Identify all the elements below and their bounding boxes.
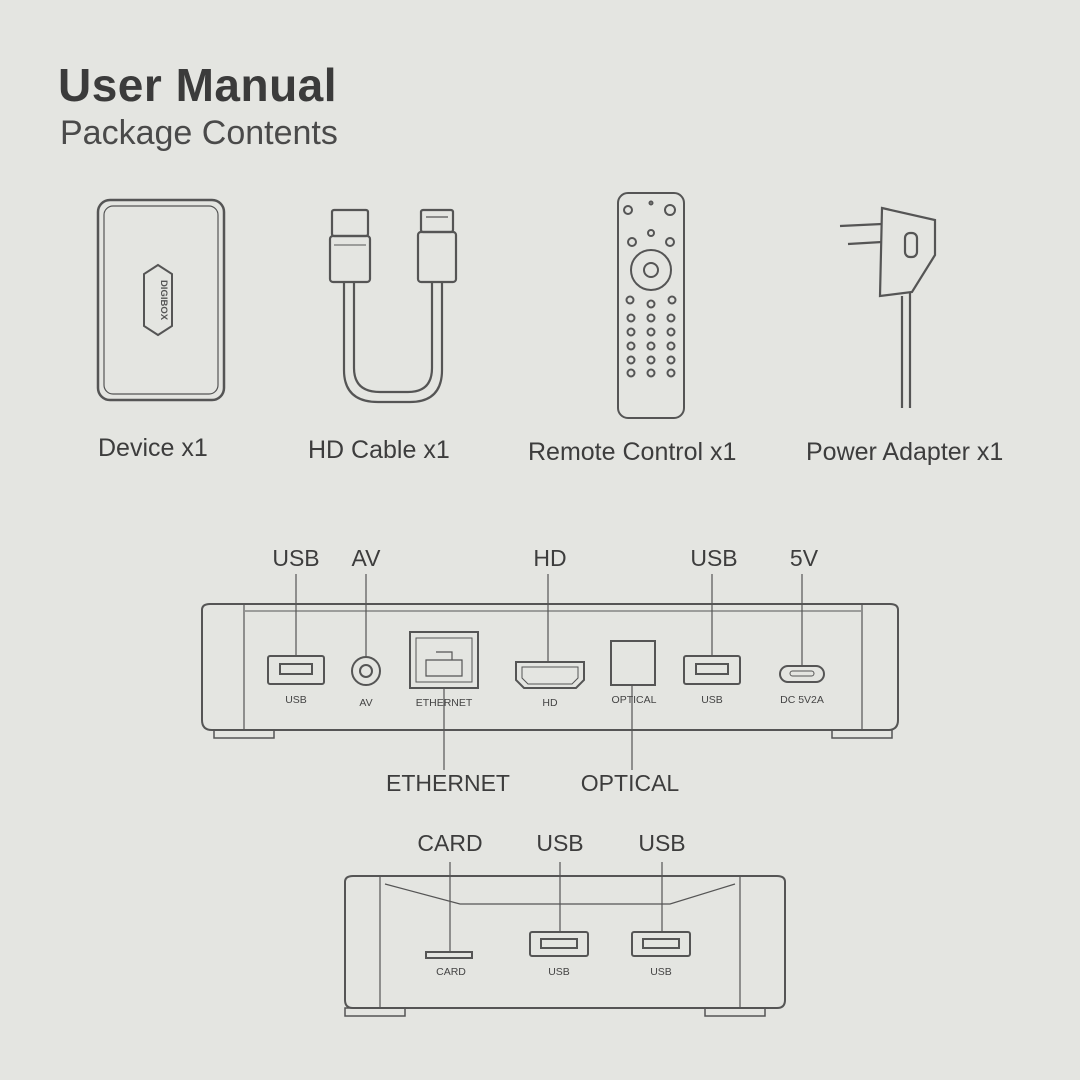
port-label-usb-1: USB: [285, 694, 307, 706]
port-label-hd: HD: [542, 697, 558, 709]
callout-side-usb-1: USB: [536, 830, 584, 856]
port-label-dc: DC 5V2A: [780, 694, 824, 706]
device-box-icon: DIGIBOX: [96, 198, 226, 402]
package-item-adapter-label: Power Adapter x1: [806, 438, 1004, 466]
callout-side-usb-2: USB: [638, 830, 686, 856]
section-title: Package Contents: [60, 114, 338, 152]
callout-hd: HD: [533, 545, 567, 571]
port-label-optical: OPTICAL: [611, 694, 657, 706]
port-label-card: CARD: [436, 966, 466, 978]
device-logo: DIGIBOX: [158, 280, 169, 321]
rear-panel-illustration: [201, 574, 899, 770]
callout-usb-2: USB: [690, 545, 738, 571]
package-item-device-label: Device x1: [98, 434, 208, 462]
side-panel-illustration: [344, 862, 786, 1017]
port-label-usb-2: USB: [701, 694, 723, 706]
port-label-av: AV: [359, 697, 373, 709]
package-item-remote-label: Remote Control x1: [528, 438, 737, 466]
power-adapter-icon: [839, 206, 937, 408]
callout-ethernet: ETHERNET: [386, 770, 510, 796]
callout-optical: OPTICAL: [580, 770, 680, 796]
port-label-side-usb-1: USB: [548, 966, 570, 978]
callout-usb-1: USB: [272, 545, 320, 571]
hdmi-cable-icon: [328, 208, 458, 404]
remote-control-icon: [617, 192, 685, 419]
page-title: User Manual: [58, 59, 338, 111]
callout-av: AV: [351, 545, 381, 571]
package-item-cable-label: HD Cable x1: [308, 436, 450, 464]
callout-5v: 5V: [789, 545, 819, 571]
port-label-side-usb-2: USB: [650, 966, 672, 978]
port-label-ethernet: ETHERNET: [415, 697, 473, 709]
callout-card: CARD: [417, 830, 483, 856]
